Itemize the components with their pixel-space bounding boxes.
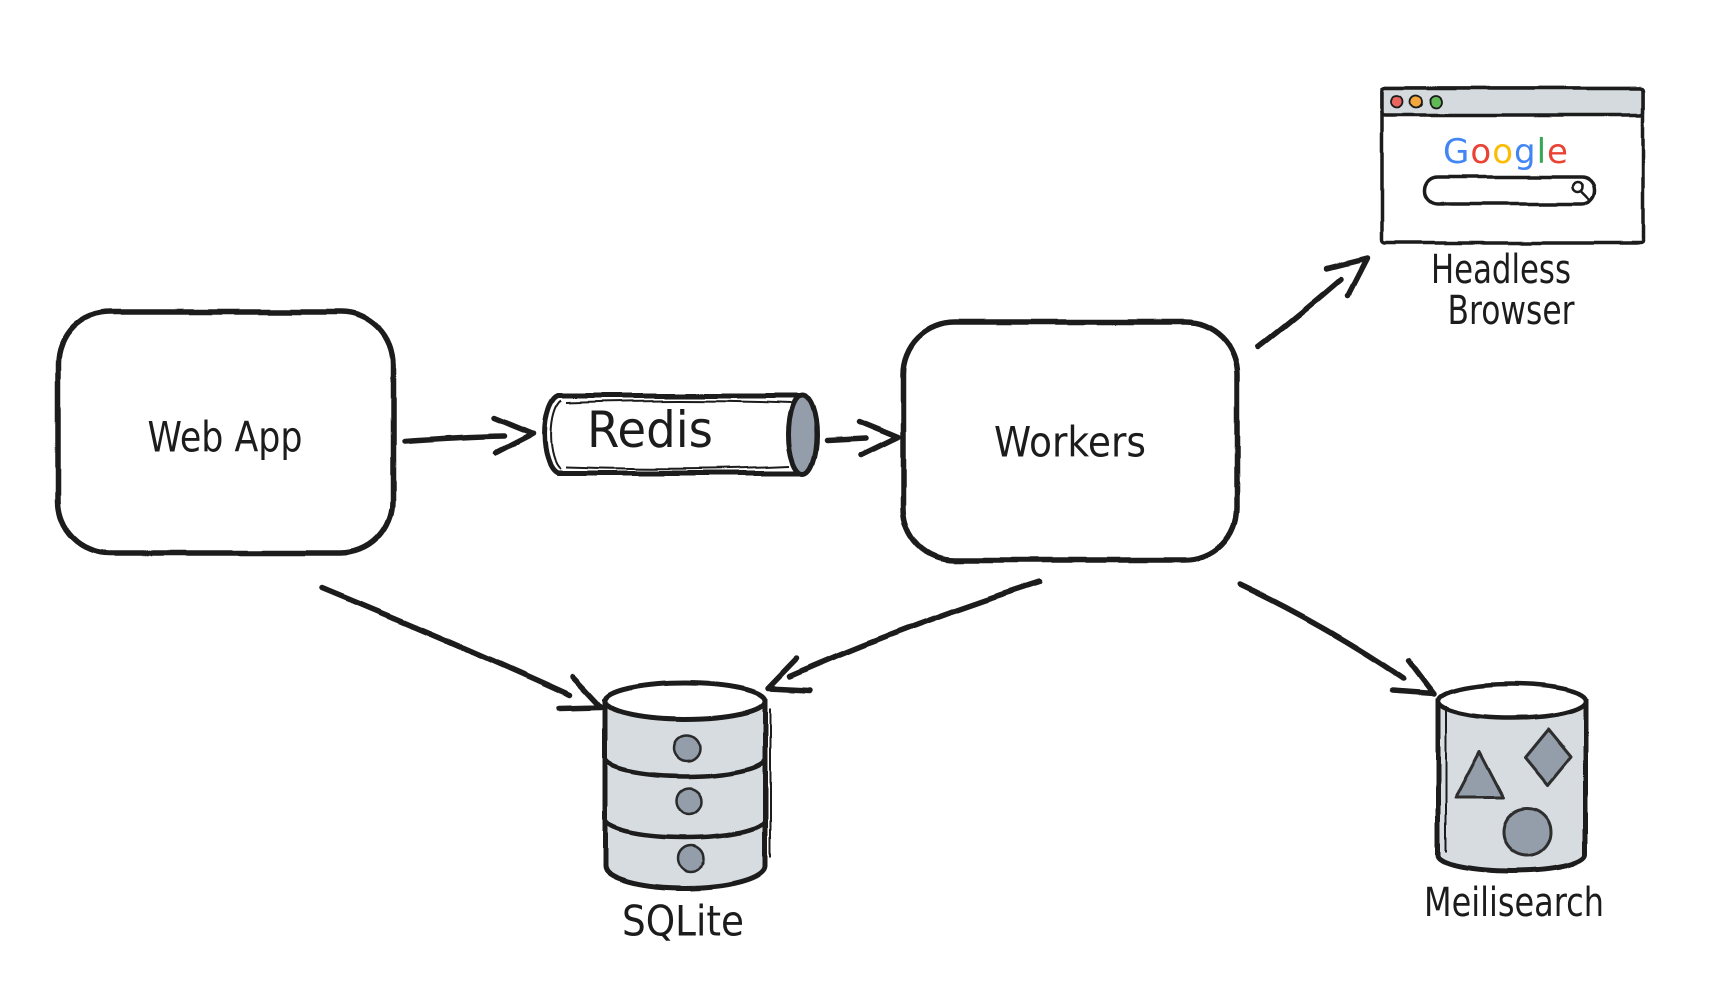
meilisearch-node: Meilisearch — [1424, 681, 1604, 926]
sqlite-node: SQLite — [602, 680, 771, 946]
sqlite-bolt-3 — [676, 844, 706, 874]
search-icon — [1571, 180, 1591, 201]
circle-icon — [1501, 806, 1553, 858]
redis-rim-left — [550, 400, 562, 470]
sqlite-bolt-2 — [674, 786, 704, 816]
arrow-redis-to-workers — [824, 418, 901, 458]
sqlite-bolt-1 — [672, 733, 702, 763]
window-dot-yellow-icon — [1409, 94, 1423, 109]
redis-node: Redis — [542, 393, 820, 476]
sqlite-cylinder-top — [602, 680, 768, 722]
sqlite-band-2 — [602, 819, 768, 841]
meilisearch-cup-top — [1435, 681, 1589, 721]
sqlite-band-1 — [602, 757, 768, 779]
browser-titlebar — [1380, 86, 1645, 117]
workers-label: Workers — [994, 418, 1146, 467]
search-bar — [1423, 175, 1597, 206]
arrow-workers-to-meilisearch — [1237, 582, 1437, 697]
redis-rim-bottom — [565, 465, 791, 470]
web-app-node: Web App — [55, 309, 396, 556]
window-dot-red-icon — [1390, 94, 1404, 109]
window-dot-green-icon — [1429, 94, 1443, 109]
arrow-webapp-to-sqlite — [319, 585, 604, 711]
workers-box — [900, 319, 1240, 563]
arrow-webapp-to-redis — [401, 415, 536, 456]
meilisearch-label: Meilisearch — [1424, 880, 1604, 926]
google-logo: Google — [1443, 132, 1569, 172]
arrow-workers-to-sqlite — [765, 579, 1043, 693]
headless-browser-label-line2: Browser — [1448, 288, 1575, 334]
web-app-label: Web App — [148, 413, 303, 462]
web-app-box — [55, 309, 396, 556]
redis-label: Redis — [587, 401, 713, 459]
redis-rim-top — [565, 400, 793, 404]
headless-browser-label-line1: Headless — [1431, 247, 1571, 293]
redis-cylinder-body — [542, 393, 806, 476]
arrow-workers-to-browser — [1255, 255, 1370, 350]
triangle-icon — [1454, 750, 1506, 800]
redis-cylinder-cap — [786, 393, 820, 476]
headless-browser-node: Google Headless Browser — [1380, 86, 1645, 334]
diamond-icon — [1523, 727, 1573, 787]
workers-node: Workers — [900, 319, 1240, 563]
sqlite-label: SQLite — [622, 897, 744, 946]
